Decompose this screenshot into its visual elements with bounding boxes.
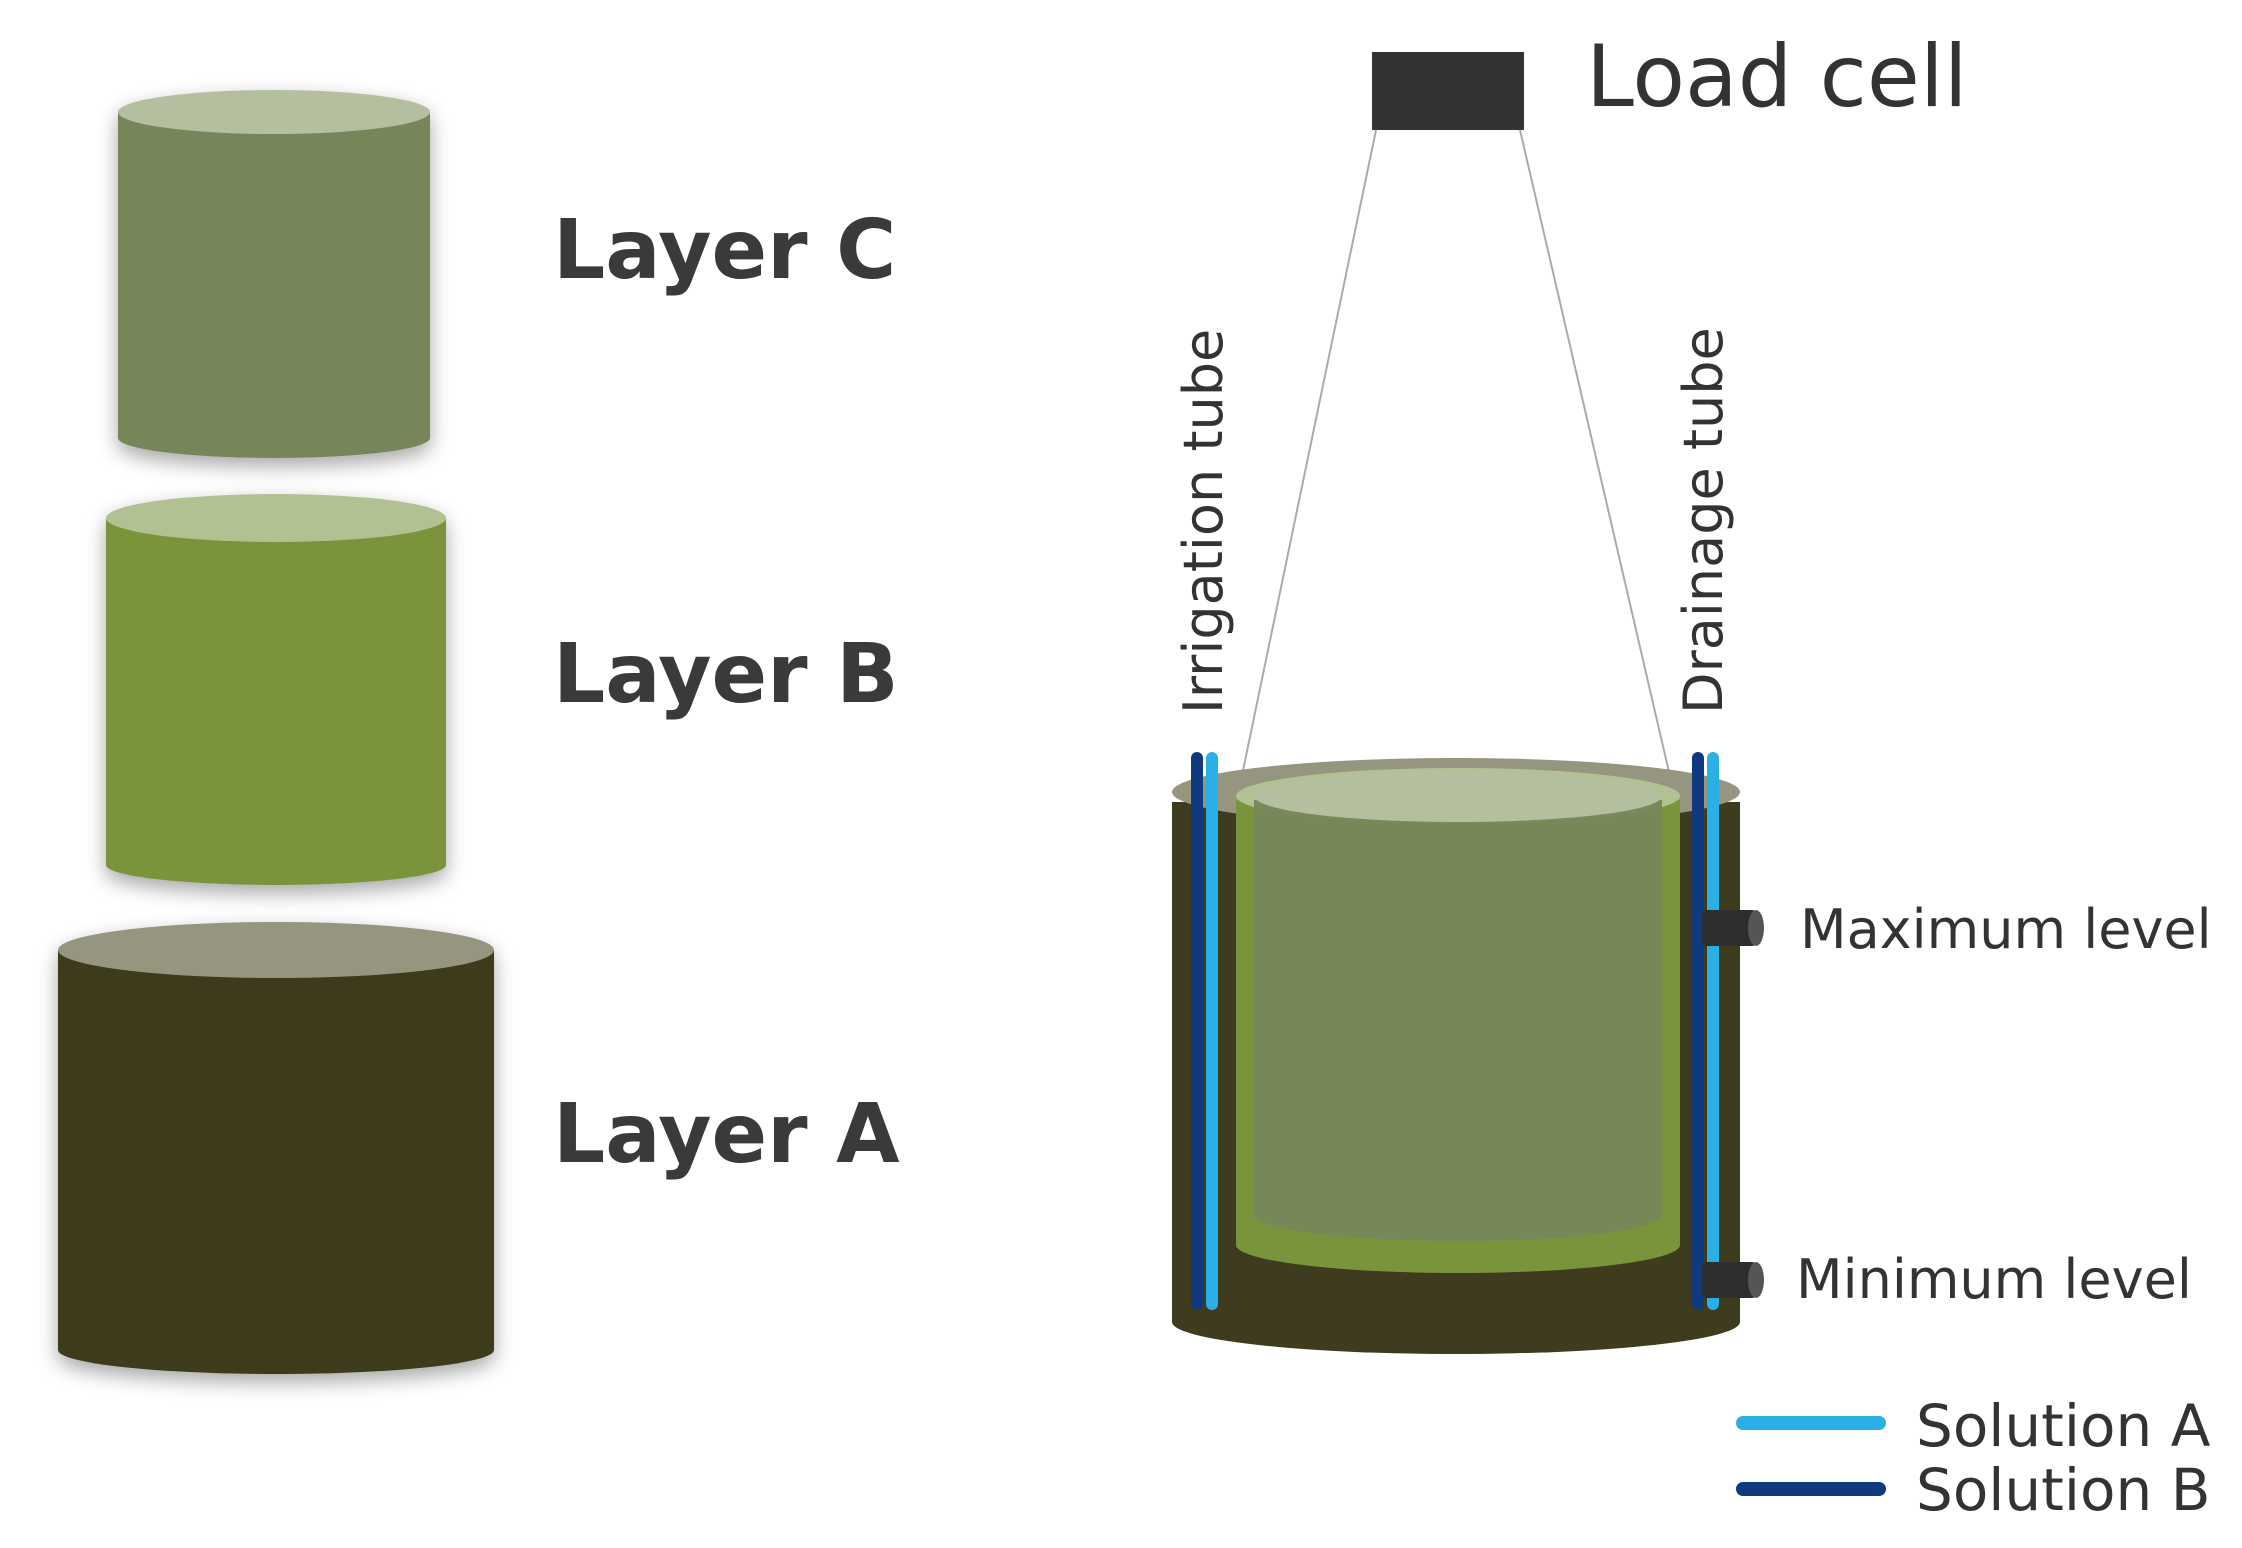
legend: Solution A Solution B <box>1736 1392 2211 1524</box>
drainage-tube <box>1692 752 1719 1310</box>
irrigation-tube-label: Irrigation tube <box>1172 329 1235 714</box>
drainage-tube-label: Drainage tube <box>1672 327 1735 714</box>
legend-swatch-solution-b <box>1736 1482 1886 1496</box>
legend-label-solution-a: Solution A <box>1916 1392 2211 1460</box>
inner-container-top <box>1254 770 1662 822</box>
minimum-level-sensor <box>1702 1262 1764 1298</box>
irrigation-tube <box>1191 752 1218 1310</box>
load-cell-block <box>1372 52 1524 130</box>
layer-c-top <box>118 90 430 134</box>
irrigation-tube-solution-b <box>1191 752 1203 1310</box>
irrigation-tube-solution-a <box>1206 752 1218 1310</box>
layer-b-top <box>106 494 446 542</box>
layer-a-body <box>58 950 494 1374</box>
right-suspension-wire <box>1519 129 1673 786</box>
layer-a-top <box>58 922 494 978</box>
maximum-level-sensor <box>1702 910 1764 946</box>
layer-c-cylinder <box>118 90 430 458</box>
load-cell-label: Load cell <box>1586 27 1968 127</box>
layer-a-label: Layer A <box>553 1087 900 1182</box>
legend-swatch-solution-a <box>1736 1416 1886 1430</box>
inner-container-body <box>1254 800 1662 1241</box>
maximum-level-label: Maximum level <box>1800 898 2212 961</box>
layer-c-label: Layer C <box>553 203 896 298</box>
drainage-tube-solution-b <box>1692 752 1704 1310</box>
layer-b-cylinder <box>106 494 446 885</box>
layer-b-label: Layer B <box>553 627 899 722</box>
layer-b-body <box>106 518 446 885</box>
drainage-tube-solution-a <box>1707 752 1719 1310</box>
layer-c-body <box>118 112 430 458</box>
legend-label-solution-b: Solution B <box>1916 1456 2211 1524</box>
minimum-level-label: Minimum level <box>1796 1248 2192 1311</box>
layer-a-cylinder <box>58 922 494 1374</box>
left-suspension-wire <box>1239 129 1377 786</box>
inner-container <box>1254 770 1662 1241</box>
